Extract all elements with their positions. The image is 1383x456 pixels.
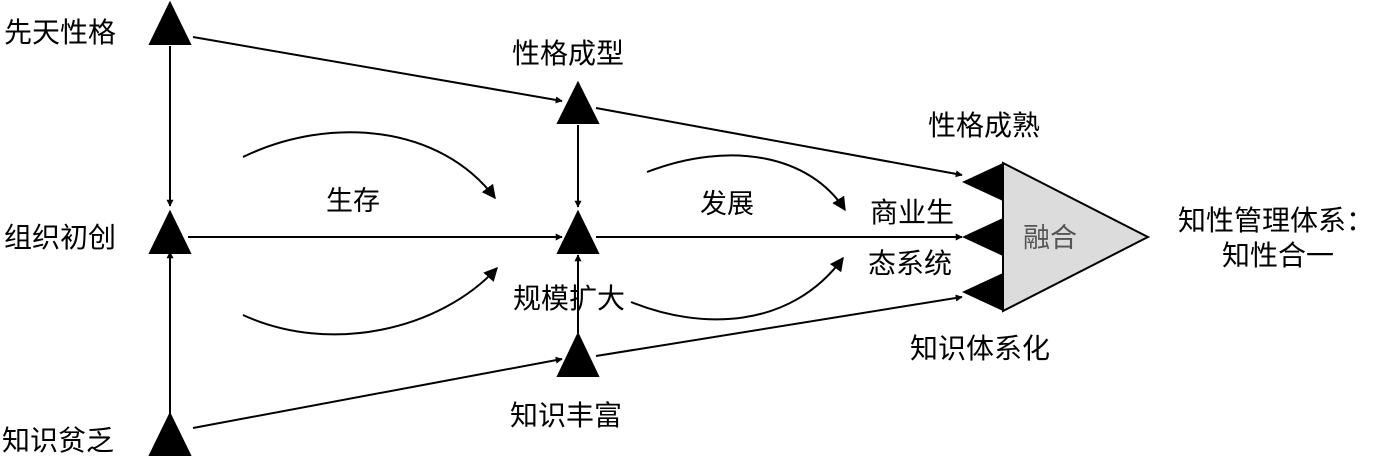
label-ecosystem-line2: 态系统 [868,247,952,280]
stage-curves [242,131,846,336]
label-knowledge-rich: 知识丰富 [510,399,622,432]
curve-survival-bottom [242,266,498,336]
label-fusion: 融合 [1023,223,1077,254]
triangle-formed [556,80,600,124]
wedge-ecosystem [962,218,1003,256]
connectors [166,36,963,429]
label-character-formed: 性格成型 [512,37,624,70]
label-innate-character: 先天性格 [4,16,116,49]
label-stage-survival: 生存 [326,186,380,217]
label-knowledge-systematized: 知识体系化 [910,332,1050,365]
triangle-innate [148,0,192,45]
arrow-rich-to-knowledge-system [595,294,963,357]
triangle-scale [556,209,600,254]
labels: 先天性格 组织初创 知识贫乏 性格成型 规模扩大 知识丰富 性格成熟 商业生 态… [2,16,1374,456]
label-scale-expansion: 规模扩大 [513,282,625,315]
label-result-line1: 知性管理体系： [1178,204,1374,237]
label-knowledge-lacking: 知识贫乏 [2,424,114,456]
label-stage-development: 发展 [700,189,754,220]
triangle-founding [148,209,192,254]
label-character-mature: 性格成熟 [928,109,1040,142]
triangle-lacking [148,411,192,456]
fusion-block [962,161,1151,313]
label-org-founding: 组织初创 [4,221,116,254]
arrow-formed-to-mature [595,107,963,178]
curve-survival-top [242,131,496,200]
arrow-innate-to-formed [192,36,563,104]
wedge-knowledge [962,273,1003,311]
node-triangles [148,0,600,456]
curve-development-bottom [630,256,844,321]
curve-development-top [646,154,846,212]
label-result-line2: 知性合一 [1222,239,1334,272]
label-ecosystem-line1: 商业生 [870,196,954,229]
arrow-lacking-to-rich [192,356,563,429]
triangle-rich [556,331,600,377]
wedge-character [962,163,1003,201]
